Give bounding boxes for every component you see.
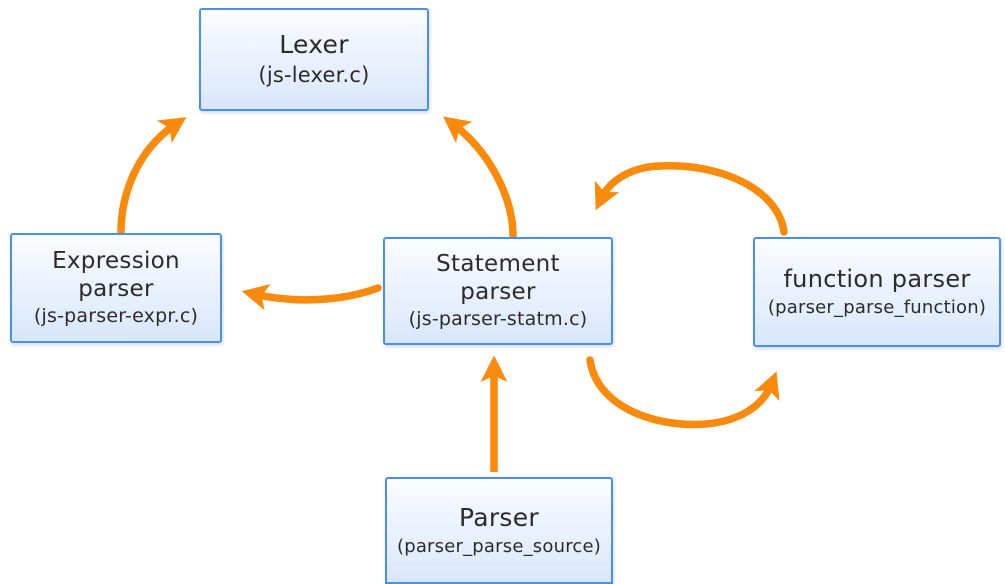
node-parser[interactable]: Parser (parser_parse_source) <box>385 477 613 584</box>
node-statement-parser-title: Statement parser <box>436 251 560 306</box>
node-parser-title: Parser <box>458 503 540 533</box>
node-expression-parser-title: Expression parser <box>52 248 180 303</box>
edge-function-to-statement <box>594 162 788 236</box>
node-function-parser[interactable]: function parser (parser_parse_function) <box>753 237 1001 347</box>
node-function-parser-title: function parser <box>783 265 971 294</box>
node-expression-parser-subtitle: (js-parser-expr.c) <box>33 305 199 328</box>
node-lexer[interactable]: Lexer (js-lexer.c) <box>199 8 429 111</box>
node-lexer-subtitle: (js-lexer.c) <box>258 62 370 87</box>
edge-statement-to-function <box>586 356 780 429</box>
node-parser-subtitle: (parser_parse_source) <box>396 535 602 557</box>
node-lexer-title: Lexer <box>279 30 349 60</box>
node-statement-parser[interactable]: Statement parser (js-parser-statm.c) <box>383 237 613 345</box>
node-function-parser-subtitle: (parser_parse_function) <box>767 296 987 318</box>
node-statement-parser-subtitle: (js-parser-statm.c) <box>408 308 588 331</box>
edge-statement-to-expression <box>241 283 382 311</box>
edge-statement-to-lexer <box>443 116 517 240</box>
node-expression-parser[interactable]: Expression parser (js-parser-expr.c) <box>10 233 222 343</box>
edge-expression-to-lexer <box>117 117 187 236</box>
